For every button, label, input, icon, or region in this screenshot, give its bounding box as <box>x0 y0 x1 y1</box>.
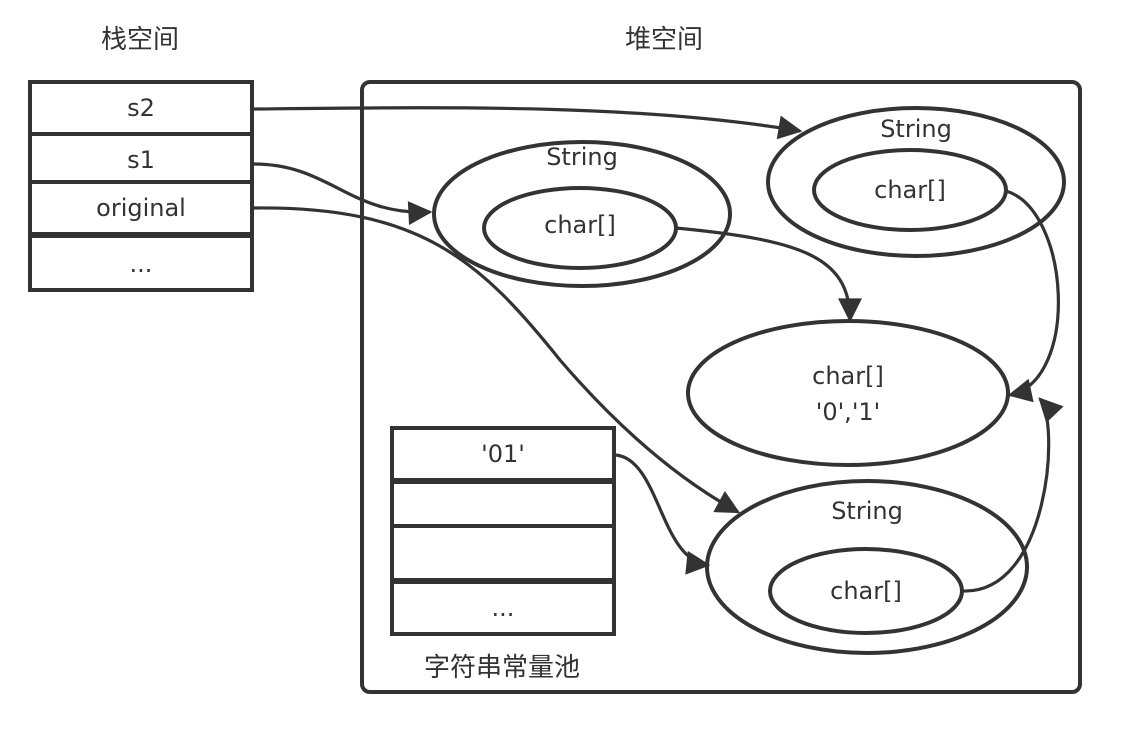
edge-s2-to-string <box>253 106 803 140</box>
pool-cell-more <box>390 580 616 636</box>
char-array-type-label: char[] <box>812 362 884 390</box>
edge-original-char-to-array <box>961 397 1064 593</box>
string-s2-label: String <box>880 115 952 143</box>
heap-space-title: 堆空间 <box>625 25 703 55</box>
string-original-char-label: char[] <box>830 577 902 605</box>
stack-space-title: 栈空间 <box>101 25 179 55</box>
stack-cell-original <box>28 180 254 236</box>
char-array-ellipse <box>686 319 1010 467</box>
string-pool-table: '01' ... <box>390 426 616 636</box>
string-object-s2: String char[] <box>766 106 1066 258</box>
heap-container <box>360 80 1082 694</box>
edge-pool-01-to-string <box>615 453 711 575</box>
string-s1-outer <box>432 140 732 288</box>
string-original-label: String <box>831 497 903 525</box>
string-s1-char-label: char[] <box>544 211 616 239</box>
char-array-values-label: '0','1' <box>816 398 881 426</box>
pool-label-01: '01' <box>481 440 525 468</box>
edge-s1-char-to-array <box>675 226 862 323</box>
string-s1-label: String <box>546 143 618 171</box>
stack-label-s1: s1 <box>127 146 155 174</box>
stack-label-more: ... <box>130 250 153 278</box>
edge-s1-to-string <box>253 162 433 226</box>
string-object-s1: String char[] <box>432 140 732 288</box>
string-s2-char-label: char[] <box>874 176 946 204</box>
edge-original-to-string <box>253 206 741 514</box>
char-array-object: char[] '0','1' <box>686 319 1010 467</box>
string-pool-title: 字符串常量池 <box>424 653 580 683</box>
string-s2-outer <box>766 106 1066 258</box>
stack-table: s2 s1 original ... <box>28 80 254 292</box>
stack-cell-more <box>28 234 254 292</box>
pool-cell-empty-2 <box>390 524 616 582</box>
stack-label-s2: s2 <box>127 94 155 122</box>
pool-label-more: ... <box>492 594 515 622</box>
stack-label-original: original <box>96 194 186 222</box>
pool-cell-empty-1 <box>390 480 616 528</box>
edge-s2-char-to-array <box>1005 189 1060 403</box>
string-object-original: String char[] <box>705 479 1029 655</box>
string-s2-char-array <box>812 148 1008 232</box>
